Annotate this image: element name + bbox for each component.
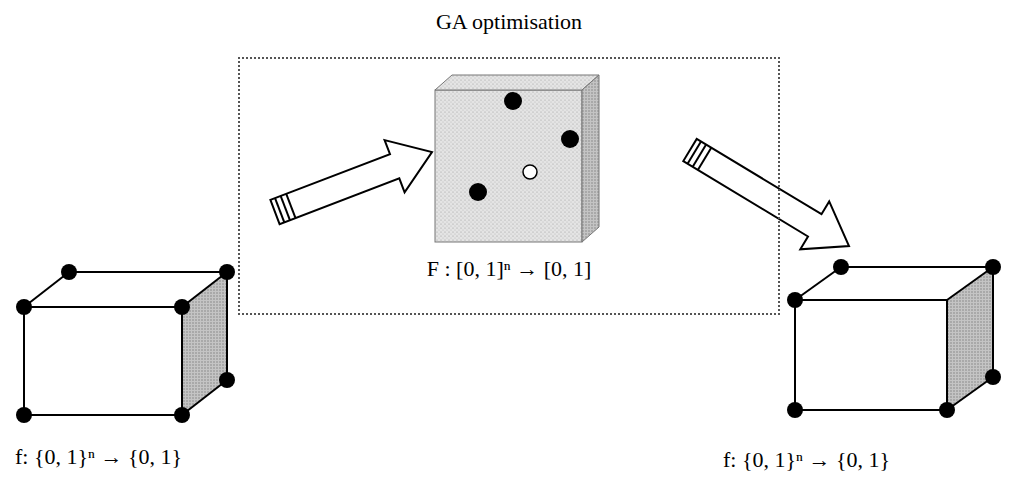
heading: GA optimisation: [436, 9, 582, 35]
wireframe-cube: [787, 259, 1001, 418]
cube-edge: [795, 299, 947, 301]
continuous-cube: [435, 75, 599, 242]
cube-edge: [841, 266, 993, 268]
cube-top: [435, 75, 599, 90]
cube-side-shade: [182, 272, 227, 415]
cube-edge: [23, 307, 25, 415]
wireframe-cube: [16, 264, 235, 423]
vertex-dot: [16, 407, 32, 423]
cube-edge: [947, 377, 993, 410]
vertex-dot: [985, 259, 1001, 275]
cube-edge: [24, 414, 182, 416]
binary-cube-output: f: {0, 1}ⁿ → {0, 1}: [785, 258, 1010, 420]
vertex-dot: [174, 407, 190, 423]
cube-side-shade: [947, 267, 993, 410]
cube-edge: [992, 267, 994, 377]
arrow-body: [270, 140, 432, 224]
hollow-arrow: [270, 140, 432, 224]
binary-cube-input: f: {0, 1}ⁿ → {0, 1}: [15, 262, 240, 424]
vertex-dot: [219, 372, 235, 388]
arrow-tail-stripe: [286, 194, 295, 218]
arrow-tail-stripe: [698, 148, 711, 170]
ga-box: GA optimisationF : [0, 1]ⁿ → [0, 1]: [238, 57, 780, 315]
sample-dot: [469, 183, 487, 201]
cube-edge: [795, 409, 947, 411]
vertex-dot: [174, 299, 190, 315]
cube-edge: [182, 380, 227, 415]
function-label: f: {0, 1}ⁿ → {0, 1}: [15, 444, 182, 470]
sample-dot: [561, 130, 579, 148]
vertex-dot: [219, 264, 235, 280]
cube-edge: [947, 267, 993, 300]
cube-edge: [795, 267, 841, 300]
hollow-arrow: [683, 139, 849, 249]
vertex-dot: [985, 369, 1001, 385]
cube-edge: [24, 306, 182, 308]
cube-edge: [226, 272, 228, 380]
illustration: [785, 258, 1010, 420]
vertex-dot: [16, 299, 32, 315]
arrow-tail-stripe: [688, 141, 701, 163]
cube-edge: [69, 271, 227, 273]
cube-edge: [182, 272, 227, 307]
vertex-dot: [787, 402, 803, 418]
illustration: [15, 262, 240, 424]
arrow-tail-stripe: [693, 145, 706, 167]
cube-edge: [24, 272, 69, 307]
cube-front: [435, 90, 582, 242]
vertex-dot: [61, 264, 77, 280]
cube-edge: [181, 307, 183, 415]
sample-dot: [504, 92, 522, 110]
vertex-dot: [939, 402, 955, 418]
function-label: f: {0, 1}ⁿ → {0, 1}: [723, 447, 890, 473]
cube-side: [582, 75, 599, 242]
vertex-dot: [787, 292, 803, 308]
function-label: F : [0, 1]ⁿ → [0, 1]: [427, 256, 592, 282]
cube-edge: [794, 300, 796, 410]
vertex-dot: [833, 259, 849, 275]
optimum-dot: [523, 165, 537, 179]
cube-edge: [946, 300, 948, 410]
arrow-body: [683, 139, 849, 249]
